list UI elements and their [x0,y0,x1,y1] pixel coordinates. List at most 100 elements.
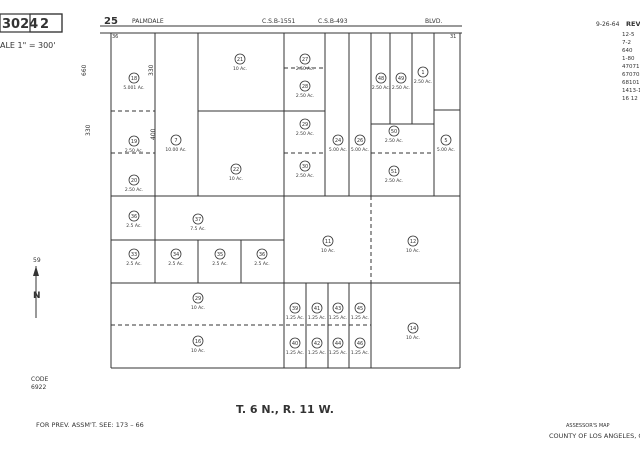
parcel-area: 10 Ac. [229,176,243,182]
dimension-660: 660 [81,64,88,76]
parcel-number-circle [192,335,204,347]
parcel-number: 48 [378,76,384,82]
parcel-2: 192.50 Ac. [125,135,143,154]
parcel-number-circle [417,66,429,78]
parcel-number: 51 [391,169,397,175]
parcel-number-circle [375,72,387,84]
parcel-27: 29 10 Ac. [191,292,205,311]
parcel-number: 45 [357,306,363,312]
parcel-number-circle [289,302,301,314]
parcel-number-circle [192,292,204,304]
parcel-17: 502.50 Ac. [385,125,403,144]
parcel-number-circle [332,302,344,314]
parcel-11: 245.00 Ac. [329,134,347,153]
parcel-number-circle [311,302,323,314]
dimension-330b: 330 [148,64,155,76]
county-label: COUNTY OF LOS ANGELES, CALIF [549,432,640,440]
parcel-number-circle [407,235,419,247]
street-name: PALMDALE [132,18,164,25]
parcel-number-circle [230,163,242,175]
revisions-label: REVI [626,20,640,28]
parcel-number: 19 [131,139,137,145]
prev-assessment: FOR PREV. ASSM'T. SEE: 173 – 66 [36,421,144,429]
parcel-area: 2.50 Ac. [296,131,314,137]
parcel-number-circle [311,337,323,349]
parcel-area: 2.50 Ac. [296,173,314,179]
parcel-number: 7 [174,138,177,144]
parcel-number: 39 [292,306,298,312]
parcel-labels: 185.001 Ac.192.50 Ac.202.50 Ac.710.00 Ac… [123,53,455,356]
parcel-1: 185.001 Ac. [123,72,145,91]
parcel-area: 10 Ac. [321,248,335,254]
parcel-number: 50 [391,129,397,135]
parcel-number: 42 [314,341,320,347]
parcel-area: 2.5 Ac. [212,261,228,267]
code-value: 6922 [31,384,46,391]
parcel-number-circle [388,125,400,137]
parcel-10: 30 2.50 Ac. [296,160,314,179]
corner-code-25: 25 [104,16,118,27]
parcel-area: 1.25 Ac. [351,315,369,321]
dimension-400: 400 [150,128,157,140]
parcel-30: 411.25 Ac. [308,302,326,321]
parcel-number: 29 [195,296,201,302]
revision-entry: 470711 [622,64,640,70]
parcel-area: 10 Ac. [406,335,420,341]
parcel-area: 1.25 Ac. [308,350,326,356]
revision-entry: 640 [622,48,633,54]
map-date: 9-26-64 [596,21,620,28]
parcel-8: 282.50 Ac. [296,80,314,99]
dimension-330: 330 [85,124,92,136]
revision-entry: 1413-1 [622,88,640,94]
parcel-number: 43 [335,306,341,312]
parcel-area: 2.50 Ac. [296,66,314,72]
parcel-area: 10 Ac. [191,348,205,354]
parcel-number-circle [299,160,311,172]
scale-value: 300' [38,41,55,50]
parcel-4: 710.00 Ac. [165,134,187,153]
parcel-number: 18 [131,76,137,82]
parcel-number: 22 [233,167,239,173]
parcel-number: 33 [131,252,137,258]
parcel-number-circle [395,72,407,84]
parcel-number: 34 [173,252,179,258]
parcel-20: 377.5 Ac. [190,213,206,232]
parcel-area: 5.00 Ac. [437,147,455,153]
parcel-number-circle [332,134,344,146]
parcel-number: 29 [302,122,308,128]
parcel-number-circle [440,134,452,146]
parcel-number-circle [256,248,268,260]
parcel-area: 5.00 Ac. [329,147,347,153]
parcel-7: 272.50 Ac. [296,53,314,72]
parcel-number: 35 [217,252,223,258]
parcel-number: 37 [195,217,201,223]
revision-entry: 1-80 [622,56,635,62]
parcel-number-circle [128,72,140,84]
parcel-number-circle [332,337,344,349]
parcel-area: 1.25 Ac. [308,315,326,321]
parcel-area: 2.5 Ac. [126,261,142,267]
parcel-16: 55.00 Ac. [437,134,455,153]
parcel-35: 441.25 Ac. [329,337,347,356]
corner-code-36: 36 [112,34,118,40]
code-label: CODE [31,376,49,383]
parcel-number: 36 [259,252,265,258]
parcel-number: 44 [335,341,341,347]
revision-entry: 12-5 [622,32,635,38]
parcel-area: 2.50 Ac. [385,178,403,184]
parcel-area: 2.50 Ac. [372,85,390,91]
parcel-area: 1.25 Ac. [286,315,304,321]
parcel-13: 48 2.50 Ac. [372,72,390,91]
parcel-number-circle [299,80,311,92]
north-angle: 59 [33,257,41,264]
parcel-number: 46 [357,341,363,347]
road-code-2: C.S.B-493 [318,18,348,25]
parcel-number-circle [128,174,140,186]
blvd-label: BLVD. [425,18,443,25]
parcel-area: 1.25 Ac. [329,315,347,321]
parcel-area: 10 Ac. [191,305,205,311]
parcel-number: 30 [302,164,308,170]
